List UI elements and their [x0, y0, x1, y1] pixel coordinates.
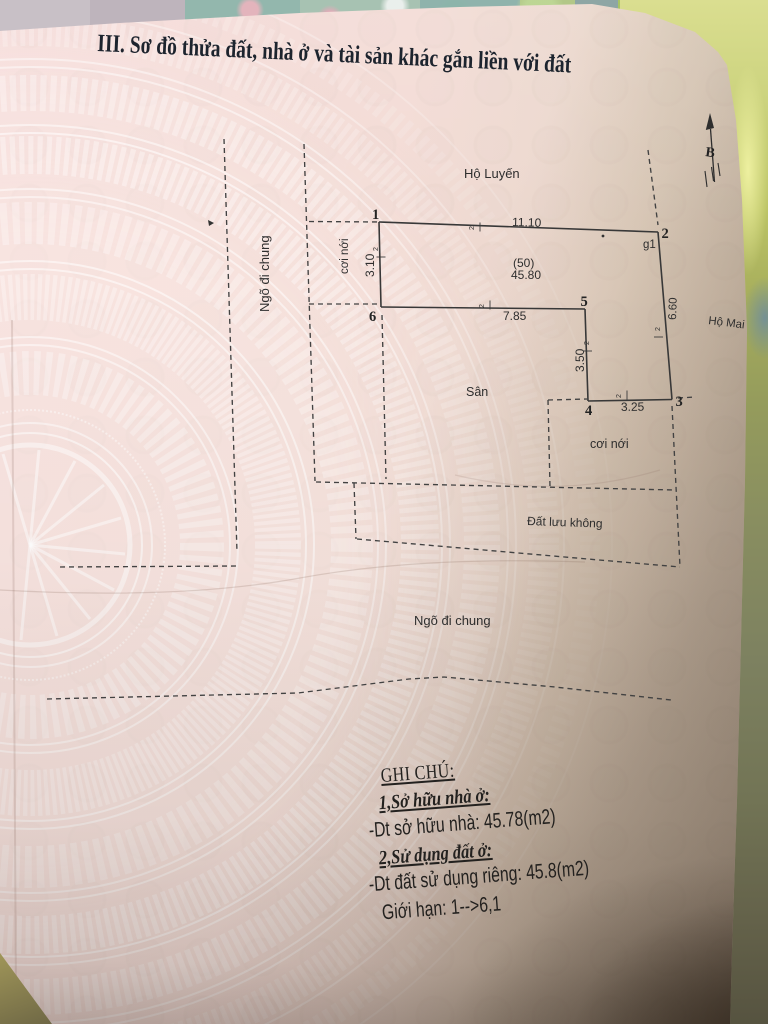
svg-text:2: 2	[469, 226, 476, 230]
svg-text:Ngõ đi chung: Ngõ đi chung	[414, 613, 491, 628]
svg-text:g1: g1	[643, 239, 656, 251]
svg-text:6: 6	[369, 309, 376, 325]
svg-text:cơi nới: cơi nới	[590, 437, 629, 451]
svg-text:Hộ Mai: Hộ Mai	[708, 315, 746, 331]
svg-text:3.10: 3.10	[363, 253, 377, 277]
svg-text:Hộ Luyến: Hộ Luyến	[464, 166, 520, 181]
svg-text:Sân: Sân	[466, 385, 488, 399]
svg-text:6.60: 6.60	[667, 297, 680, 320]
svg-text:2: 2	[616, 394, 623, 398]
svg-text:3: 3	[676, 394, 683, 410]
svg-text:cơi nới: cơi nới	[339, 238, 351, 274]
svg-text:1: 1	[372, 207, 379, 223]
svg-text:2: 2	[662, 226, 669, 242]
svg-text:7.85: 7.85	[503, 309, 527, 323]
svg-text:Đất lưu không: Đất lưu không	[527, 514, 603, 531]
svg-text:3.50: 3.50	[573, 348, 587, 372]
svg-text:Ngõ đi chung: Ngõ đi chung	[257, 235, 272, 312]
svg-text:4: 4	[585, 403, 592, 419]
svg-text:45.80: 45.80	[511, 268, 541, 282]
svg-text:2: 2	[479, 304, 486, 308]
svg-text:3.25: 3.25	[621, 400, 645, 414]
svg-text:2: 2	[655, 327, 662, 331]
svg-text:2: 2	[584, 341, 591, 345]
svg-text:11.10: 11.10	[512, 215, 542, 230]
svg-text:2: 2	[373, 247, 380, 251]
svg-text:(50): (50)	[513, 256, 534, 270]
svg-text:5: 5	[581, 294, 588, 310]
svg-text:B: B	[704, 145, 715, 161]
